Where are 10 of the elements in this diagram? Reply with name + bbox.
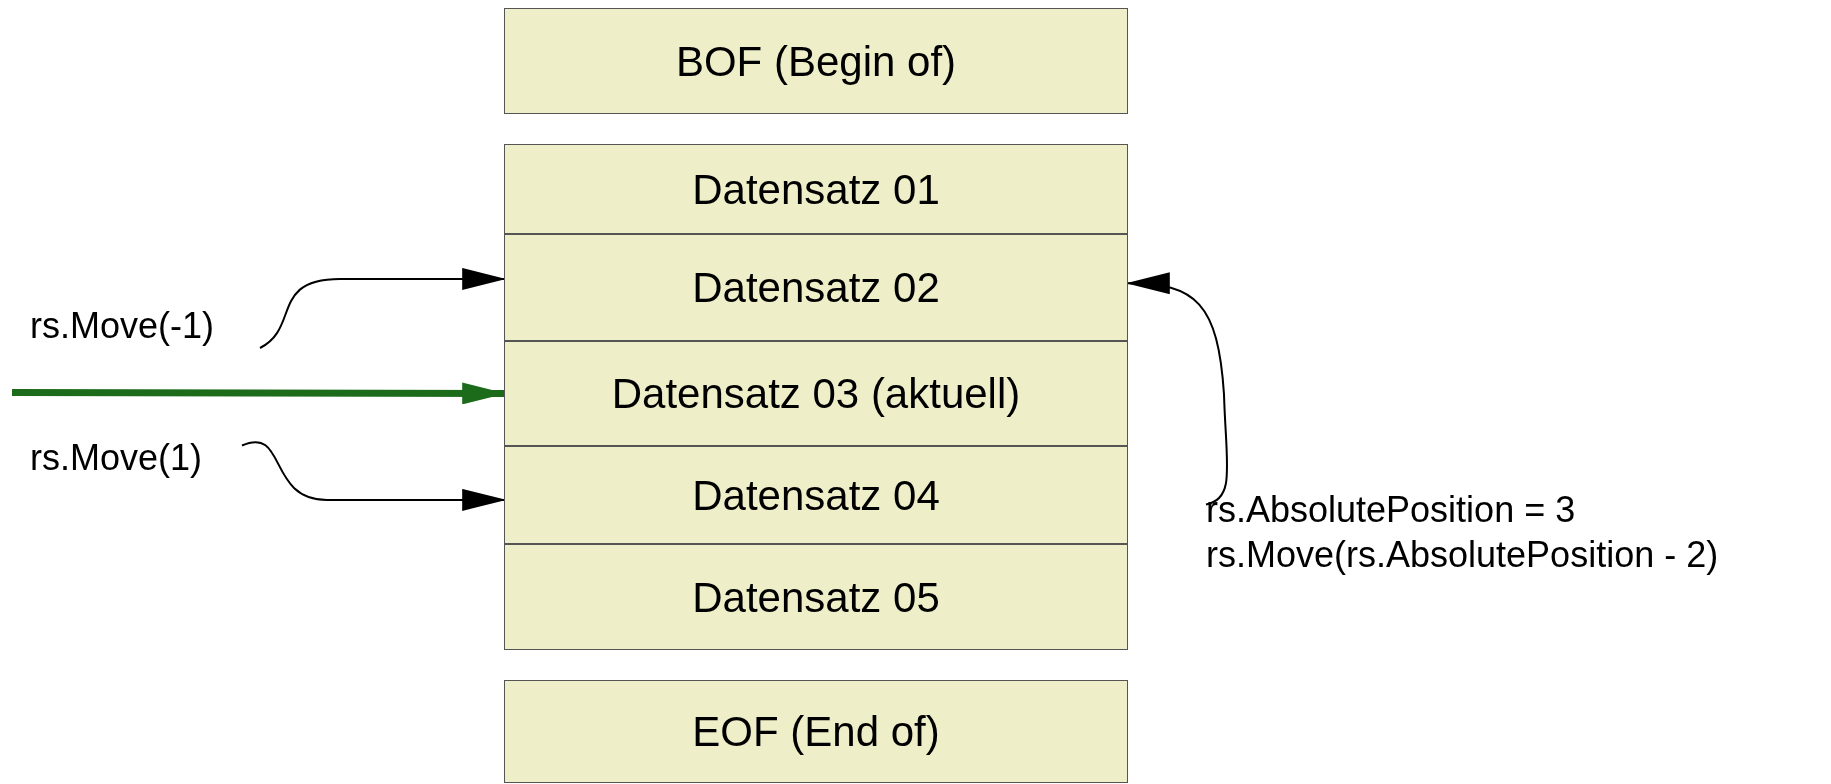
record-box: Datensatz 04 <box>504 446 1128 544</box>
code-label: rs.Move(1) <box>30 434 242 480</box>
record-box: BOF (Begin of) <box>504 8 1128 114</box>
record-box: Datensatz 01 <box>504 144 1128 234</box>
code-label: rs.Move(-1) <box>30 302 260 348</box>
record-box: EOF (End of) <box>504 680 1128 783</box>
record-box: Datensatz 05 <box>504 544 1128 650</box>
code-label: rs.AbsolutePosition = 3 rs.Move(rs.AbsolutePosition - 2) <box>1206 486 1822 578</box>
record-box: Datensatz 02 <box>504 234 1128 341</box>
record-box: Datensatz 03 (aktuell) <box>504 341 1128 446</box>
